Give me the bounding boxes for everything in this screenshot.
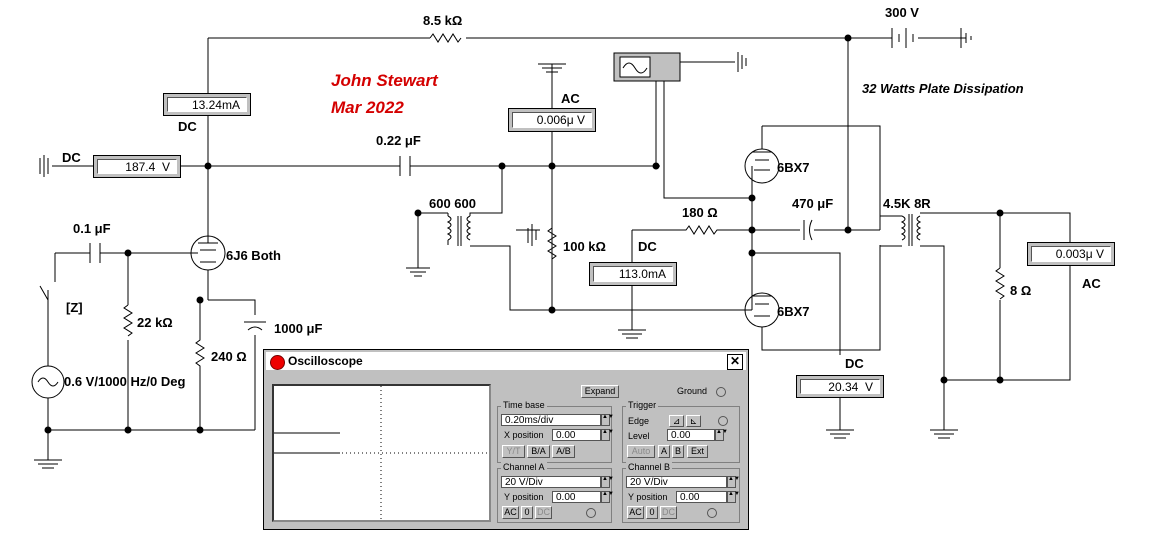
trigger-auto-button[interactable]: Auto — [627, 445, 655, 458]
channel-b-zero-button[interactable]: 0 — [646, 506, 658, 519]
oscilloscope-screen — [272, 384, 491, 522]
meter-mode-m5: DC — [845, 356, 864, 371]
xpos-spinner[interactable]: ▲▼ — [601, 429, 614, 441]
channel-a-group: Channel A 20 V/Div ▲▼ Y position 0.00 ▲▼… — [497, 462, 614, 523]
label-tube-driver: 6J6 Both — [226, 248, 281, 263]
channel-a-scale-spinner[interactable]: ▲▼ — [601, 476, 614, 488]
trigger-ext-terminal[interactable] — [718, 416, 728, 426]
channel-a-ypos[interactable]: 0.00 — [552, 491, 601, 503]
channel-a-ac-button[interactable]: AC — [502, 506, 519, 519]
mode-ab-button[interactable]: A/B — [552, 445, 575, 458]
label-r-180: 180 Ω — [682, 205, 718, 220]
oscilloscope-window[interactable]: Oscilloscope ✕ Expand Ground Time base 0… — [263, 349, 749, 530]
meter-mode-m4: DC — [638, 239, 657, 254]
label-c-in: 0.1 μF — [73, 221, 111, 236]
oscilloscope-titlebar[interactable]: Oscilloscope ✕ — [266, 352, 746, 370]
label-c-cathode: 1000 μF — [274, 321, 322, 336]
label-tube-top: 6BX7 — [777, 160, 810, 175]
label-transformer-out: 4.5K 8R — [883, 196, 931, 211]
timebase-spinner[interactable]: ▲▼ — [601, 414, 614, 426]
channel-a-scale[interactable]: 20 V/Div — [501, 476, 601, 488]
timebase-group: Time base 0.20ms/div ▲▼ X position 0.00 … — [497, 400, 614, 463]
channel-a-ypos-spinner[interactable]: ▲▼ — [601, 491, 614, 503]
trigger-b-button[interactable]: B — [672, 445, 684, 458]
meter-m1-value: 13.24m — [191, 98, 232, 112]
trigger-group: Trigger Edge ⊿ ⊾ Level 0.00 ▲▼ Auto A B … — [622, 400, 740, 463]
close-button[interactable]: ✕ — [727, 354, 743, 370]
channel-b-scale[interactable]: 20 V/Div — [626, 476, 727, 488]
meter-m5-value: 20.34 — [828, 380, 859, 394]
label-r-load: 8 Ω — [1010, 283, 1031, 298]
label-tube-bottom: 6BX7 — [777, 304, 810, 319]
meter-m2-value: 187.4 — [125, 160, 156, 174]
meter-m1[interactable]: 13.24mA — [163, 93, 251, 116]
channel-b-terminal[interactable] — [707, 508, 717, 518]
level-spinner[interactable]: ▲▼ — [715, 429, 728, 441]
meter-m6-value: 0.003μ — [1055, 247, 1093, 261]
channel-b-dc-button[interactable]: DC — [660, 506, 677, 519]
ground-label: Ground — [677, 386, 708, 396]
channel-b-ac-button[interactable]: AC — [627, 506, 644, 519]
channel-b-group: Channel B 20 V/Div ▲▼ Y position 0.00 ▲▼… — [622, 462, 740, 523]
channel-a-zero-button[interactable]: 0 — [521, 506, 533, 519]
edge-rising-button[interactable]: ⊿ — [669, 415, 684, 427]
mode-yt-button[interactable]: Y/T — [502, 445, 525, 458]
meter-m4-value: 113.0m — [618, 267, 658, 281]
xpos-value[interactable]: 0.00 — [552, 429, 601, 441]
channel-a-ypos-label: Y position — [504, 492, 544, 502]
channel-a-terminal[interactable] — [586, 508, 596, 518]
label-source: 0.6 V/1000 Hz/0 Deg — [64, 374, 185, 389]
meter-m2[interactable]: 187.4 V — [93, 155, 181, 178]
meter-mode-m3: AC — [561, 91, 580, 106]
level-value[interactable]: 0.00 — [667, 429, 715, 441]
edge-label: Edge — [628, 416, 650, 426]
label-r-100k: 100 kΩ — [563, 239, 606, 254]
channel-b-ypos-spinner[interactable]: ▲▼ — [727, 491, 740, 503]
oscilloscope-icon — [270, 355, 285, 370]
meter-mode-m2: DC — [62, 150, 81, 165]
channel-b-label: Channel B — [626, 462, 673, 472]
label-supply: 300 V — [885, 5, 919, 20]
timebase-label: Time base — [501, 400, 547, 410]
author-date: Mar 2022 — [331, 98, 404, 117]
level-label: Level — [628, 431, 650, 441]
label-switch: [Z] — [66, 300, 83, 315]
channel-b-ypos-label: Y position — [628, 492, 668, 502]
author-name: John Stewart — [331, 71, 439, 90]
label-c-coupling: 0.22 μF — [376, 133, 421, 148]
meter-m5[interactable]: 20.34 V — [796, 375, 884, 398]
meter-mode-m1: DC — [178, 119, 197, 134]
timebase-value[interactable]: 0.20ms/div — [501, 414, 601, 426]
meter-m3-value: 0.006μ — [536, 113, 574, 127]
expand-button[interactable]: Expand — [581, 385, 619, 398]
meter-m4[interactable]: 113.0mA — [589, 262, 677, 286]
trigger-label: Trigger — [626, 400, 659, 410]
oscilloscope-title: Oscilloscope — [288, 354, 363, 368]
trigger-a-button[interactable]: A — [658, 445, 670, 458]
channel-b-scale-spinner[interactable]: ▲▼ — [727, 476, 740, 488]
label-r-grid: 22 kΩ — [137, 315, 173, 330]
label-transformer-in: 600 600 — [429, 196, 476, 211]
trigger-ext-button[interactable]: Ext — [687, 445, 708, 458]
mode-ba-button[interactable]: B/A — [527, 445, 550, 458]
channel-a-dc-button[interactable]: DC — [535, 506, 552, 519]
dissipation-note: 32 Watts Plate Dissipation — [862, 81, 1024, 96]
channel-a-label: Channel A — [501, 462, 547, 472]
xpos-label: X position — [504, 430, 544, 440]
ground-terminal[interactable] — [716, 387, 726, 397]
channel-b-ypos[interactable]: 0.00 — [676, 491, 727, 503]
meter-mode-m6: AC — [1082, 276, 1101, 291]
meter-m3[interactable]: 0.006μ V — [508, 108, 596, 132]
label-r-cathode: 240 Ω — [211, 349, 247, 364]
label-r-top: 8.5 kΩ — [423, 13, 462, 28]
meter-m6[interactable]: 0.003μ V — [1027, 242, 1115, 266]
label-c-470: 470 μF — [792, 196, 833, 211]
edge-falling-button[interactable]: ⊾ — [686, 415, 701, 427]
